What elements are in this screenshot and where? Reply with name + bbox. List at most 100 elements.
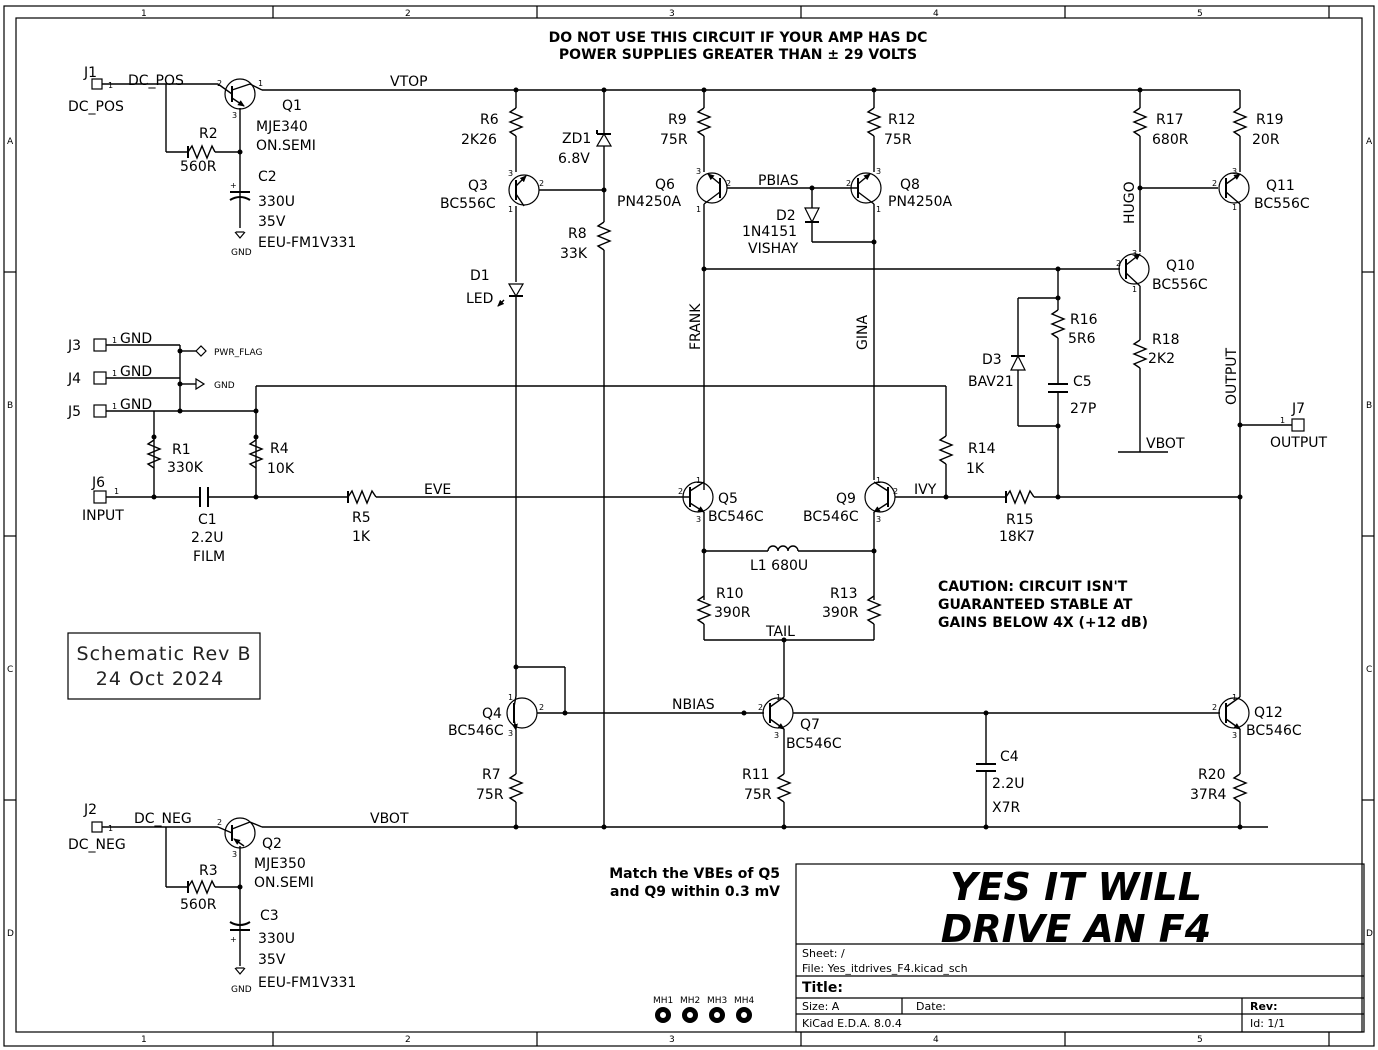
q9-ref: Q9 [836,491,856,507]
svg-text:3: 3 [696,515,701,524]
tb-file: File: Yes_itdrives_F4.kicad_sch [802,962,968,975]
frame-col-5: 5 [1197,9,1203,19]
r9-value: 75R [660,132,688,148]
r1-value: 330K [167,460,204,476]
r11-ref: R11 [742,767,770,783]
net-output: OUTPUT [1224,347,1240,405]
d1-value: LED [466,291,493,307]
svg-text:1: 1 [696,476,701,485]
q6-column: 3 2 1 [696,87,1058,490]
r6-value: 2K26 [461,132,497,148]
frame-row-d-r: D [1366,929,1373,939]
gnd-net-1: GND [120,331,152,347]
r17-value: 680R [1152,132,1189,148]
revision-line-1: Schematic Rev B [77,643,252,665]
q6-value: PN4250A [617,194,682,210]
q8-ref: Q8 [900,177,920,193]
r14-value: 1K [966,461,985,477]
c2-part: EEU-FM1V331 [258,235,356,251]
net-vbot-2: VBOT [1146,436,1185,452]
j5-ref: J5 [67,404,81,420]
r3-value: 560R [180,897,217,913]
frame-col-1b: 1 [141,1035,147,1045]
q4-value: BC546C [448,723,504,739]
q4-ref: Q4 [482,706,502,722]
svg-text:2: 2 [539,703,544,712]
q8-column: 3 2 1 [846,87,882,480]
frame-row-d: D [7,929,14,939]
c2-volt: 35V [258,214,286,230]
c4-value: 2.2U [992,776,1025,792]
frame-col-1: 1 [141,9,147,19]
gnd-symbol-label: GND [214,381,235,391]
svg-text:2: 2 [217,818,222,827]
frame-col-3b: 3 [669,1035,675,1045]
tb-size: Size: A [802,1000,840,1013]
q7-tail-source: 2 1 3 [741,693,1220,830]
r13-value: 390R [822,605,859,621]
svg-text:1: 1 [696,205,701,214]
svg-text:3: 3 [774,731,779,740]
frame-row-b: B [7,401,13,411]
svg-text:1: 1 [876,476,881,485]
caution-line-3: GAINS BELOW 4X (+12 dB) [938,615,1148,631]
svg-text:1: 1 [876,205,881,214]
l1-ref: L1 [750,558,767,574]
pwr-flag-label: PWR_FLAG [214,348,262,358]
q10-value: BC556C [1152,277,1208,293]
svg-text:1: 1 [112,369,117,378]
r16-ref: R16 [1070,312,1098,328]
j6-ref: J6 [91,475,105,491]
r8-ref: R8 [568,226,587,242]
caution-line-2: GUARANTEED STABLE AT [938,597,1133,613]
svg-text:2: 2 [758,703,763,712]
svg-text:1: 1 [112,336,117,345]
j7-value: OUTPUT [1270,435,1328,451]
diff-pair: 2 1 3 2 1 3 [678,476,1006,697]
r5-ref: R5 [352,510,371,526]
r6-ref: R6 [480,112,499,128]
svg-text:1: 1 [1280,416,1285,425]
c5-ref: C5 [1073,374,1092,390]
q5-ref: Q5 [718,491,738,507]
bias-column-left: 3 2 1 1 2 3 [497,87,744,830]
mounting-holes [655,1007,752,1023]
rail-wires [262,89,1268,828]
svg-text:2: 2 [539,179,544,188]
mh1-label: MH1 [653,996,673,1006]
net-ivy: IVY [914,482,937,498]
r17-ref: R17 [1156,112,1184,128]
tb-title: Title: [802,980,843,996]
c3-ref: C3 [260,908,279,924]
frame-row-c-r: C [1366,665,1372,675]
svg-text:1: 1 [114,487,119,496]
j1-value: DC_POS [68,99,124,115]
j1-ref: J1 [83,65,97,81]
r16-value: 5R6 [1068,331,1096,347]
tb-date: Date: [916,1000,946,1013]
frame-row-a: A [7,137,14,147]
q2-mfr: ON.SEMI [254,875,314,891]
revision-box [67,632,261,700]
svg-text:+: + [230,181,237,190]
tb-tool: KiCad E.D.A. 8.0.4 [802,1017,902,1030]
compensation-network [1010,266,1120,497]
net-vbot: VBOT [370,811,409,827]
c1-ref: C1 [198,512,217,528]
r20-ref: R20 [1198,767,1226,783]
tb-id: Id: 1/1 [1250,1017,1285,1030]
r20-value: 37R4 [1190,787,1227,803]
q9-value: BC546C [803,509,859,525]
svg-text:2: 2 [893,487,898,496]
zd1-ref: ZD1 [562,131,591,147]
q2-ref: Q2 [262,836,282,852]
revision-line-2: 24 Oct 2024 [96,668,224,690]
q10-ref: Q10 [1166,258,1195,274]
r14-ref: R14 [968,441,996,457]
svg-text:1: 1 [108,81,113,90]
q11-value: BC556C [1254,196,1310,212]
c2-ref: C2 [258,169,277,185]
d2-diode [804,185,877,245]
svg-text:3: 3 [1232,731,1237,740]
svg-text:2: 2 [726,179,731,188]
